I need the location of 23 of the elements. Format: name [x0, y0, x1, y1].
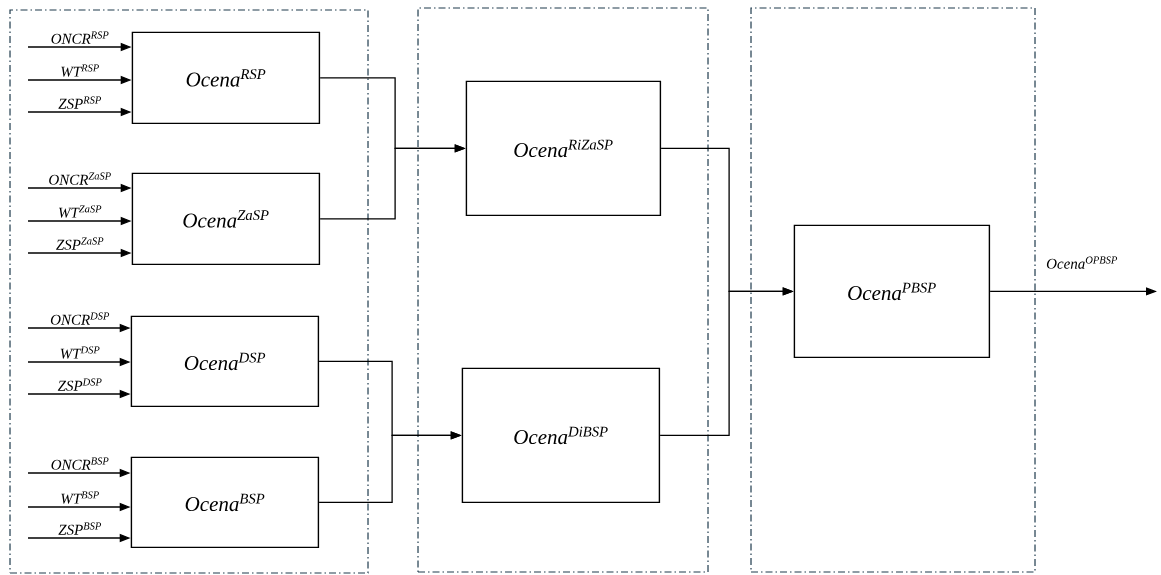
edge-label: WT$^{RSP}$ — [59, 63, 101, 78]
process-box: Ocena$^{PBSP}$ — [793, 224, 991, 359]
edge-label: WT$^{ZaSP}$ — [56, 204, 104, 219]
edge-label: WT$^{DSP}$ — [58, 345, 102, 360]
group-frame — [750, 7, 1036, 573]
process-box: Ocena$^{RSP}$ — [131, 31, 321, 125]
process-box: Ocena$^{RiZaSP}$ — [465, 80, 662, 217]
edge-label: ZSP$^{BSP}$ — [57, 521, 103, 536]
edge-label: ZSP$^{RSP}$ — [57, 95, 103, 110]
edge-label: ZSP$^{ZaSP}$ — [54, 236, 106, 251]
edge-label: ONCR$^{ZaSP}$ — [47, 171, 113, 186]
group-frame — [417, 7, 709, 573]
process-box: Ocena$^{BSP}$ — [130, 456, 320, 549]
edge-label: Ocena$^{OPBSP}$ — [1045, 255, 1119, 270]
process-box: Ocena$^{DiBSP}$ — [461, 367, 661, 504]
process-box: Ocena$^{ZaSP}$ — [131, 172, 321, 266]
process-box: Ocena$^{DSP}$ — [130, 315, 320, 408]
edge-label: ONCR$^{RSP}$ — [49, 30, 111, 45]
group-frame — [9, 9, 369, 574]
edge-label: WT$^{BSP}$ — [59, 490, 101, 505]
edge-label: ZSP$^{DSP}$ — [56, 377, 104, 392]
edge-label: ONCR$^{BSP}$ — [49, 456, 111, 471]
edge-label: ONCR$^{DSP}$ — [49, 311, 111, 326]
